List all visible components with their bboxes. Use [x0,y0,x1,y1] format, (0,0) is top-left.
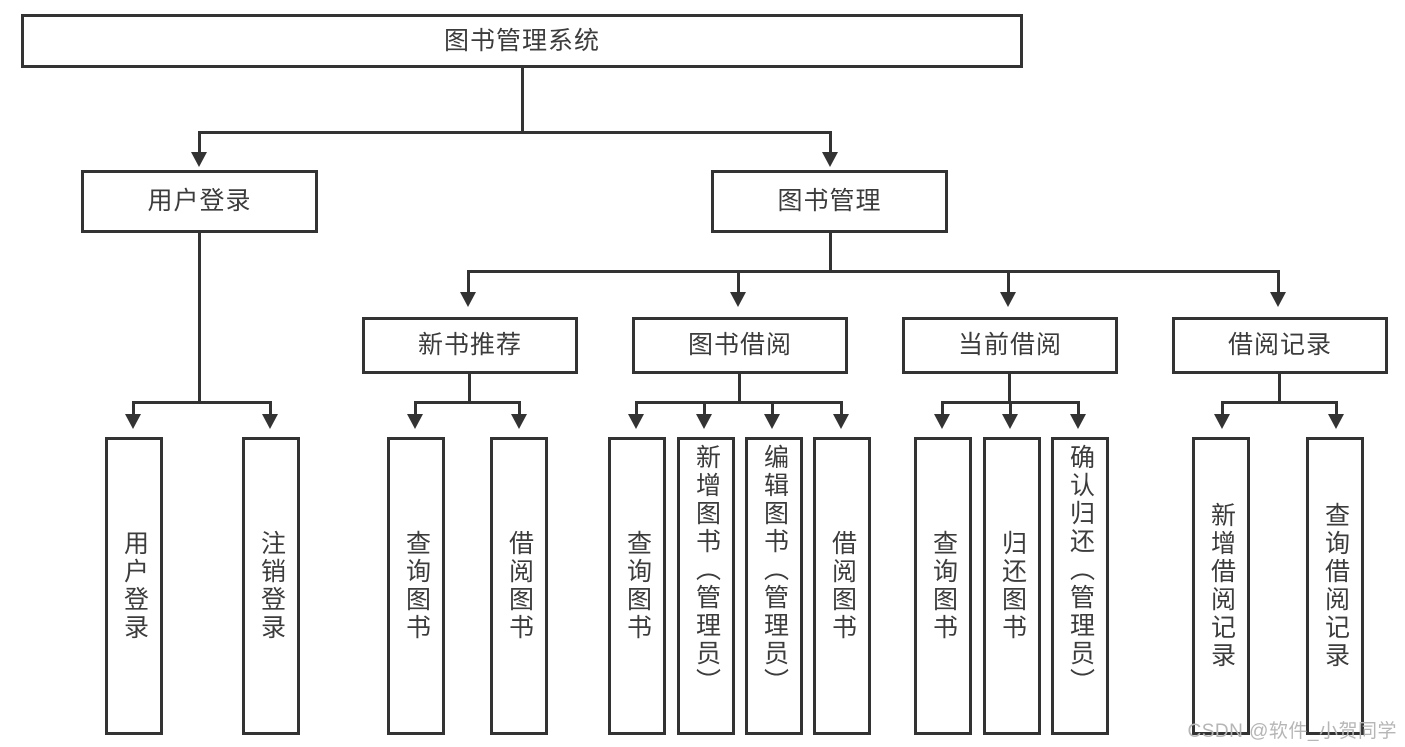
node-label: 当前借阅 [957,331,1062,360]
arrow-down-icon [262,414,278,429]
connector-record-leaf2 [1335,401,1338,418]
node-label: 用户登录 [147,187,252,216]
connector-record-bus [1221,401,1338,404]
node-label: 用户登录 [120,530,149,642]
node-borrow-record[interactable]: 借阅记录 [1172,317,1388,374]
connector-borrow-bus [635,401,843,404]
connector-recommend-bus [414,401,521,404]
arrow-down-icon [934,414,950,429]
leaf-borrow-book-recommend[interactable]: 借阅图书 [490,437,548,735]
node-label: 确认归还（管理员） [1066,444,1095,696]
leaf-confirm-return-admin[interactable]: 确认归还（管理员） [1051,437,1109,735]
arrow-down-icon [511,414,527,429]
connector-recommend-leaf2 [518,401,521,418]
node-label: 新增图书（管理员） [692,444,721,696]
node-label: 归还图书 [998,530,1027,642]
node-label: 查询图书 [623,530,652,642]
arrow-down-icon [407,414,423,429]
node-label: 借阅图书 [828,530,857,642]
node-root-system[interactable]: 图书管理系统 [21,14,1023,68]
leaf-borrow-book[interactable]: 借阅图书 [813,437,871,735]
connector-bookmgmt-to-current [1007,270,1010,296]
connector-borrow-trunk [738,374,741,401]
connector-current-leaf1 [941,401,944,418]
connector-current-leaf3 [1077,401,1080,418]
connector-userlogin-leaf1 [132,401,135,418]
node-new-book-recommend[interactable]: 新书推荐 [362,317,578,374]
connector-borrow-leaf4 [840,401,843,418]
connector-borrow-leaf1 [635,401,638,418]
connector-root-trunk [521,68,524,131]
node-book-borrow[interactable]: 图书借阅 [632,317,848,374]
arrow-down-icon [833,414,849,429]
connector-userlogin-trunk [198,233,201,401]
connector-root-to-bookmgmt [829,131,832,156]
leaf-query-book-recommend[interactable]: 查询图书 [387,437,445,735]
leaf-add-borrow-record[interactable]: 新增借阅记录 [1192,437,1250,735]
node-label: 图书管理 [777,187,882,216]
leaf-return-book[interactable]: 归还图书 [983,437,1041,735]
node-label: 图书管理系统 [443,26,600,55]
leaf-query-book-current[interactable]: 查询图书 [914,437,972,735]
leaf-logout[interactable]: 注销登录 [242,437,300,735]
node-label: 新书推荐 [417,331,522,360]
connector-borrow-leaf3 [771,401,774,418]
node-label: 查询借阅记录 [1321,502,1350,670]
node-label: 注销登录 [257,530,286,642]
connector-bookmgmt-to-record [1277,270,1280,296]
connector-borrow-leaf2 [703,401,706,418]
connector-root-bus [198,131,832,134]
connector-bookmgmt-to-recommend [467,270,470,296]
arrow-down-icon [1270,292,1286,307]
arrow-down-icon [1002,414,1018,429]
connector-root-to-userlogin [198,131,201,156]
arrow-down-icon [1214,414,1230,429]
connector-userlogin-leaf2 [269,401,272,418]
arrow-down-icon [191,152,207,167]
node-book-management[interactable]: 图书管理 [711,170,948,233]
node-current-borrow[interactable]: 当前借阅 [902,317,1118,374]
node-label: 查询图书 [402,530,431,642]
arrow-down-icon [460,292,476,307]
node-label: 编辑图书（管理员） [760,444,789,696]
arrow-down-icon [764,414,780,429]
node-user-login[interactable]: 用户登录 [81,170,318,233]
connector-userlogin-bus [132,401,269,404]
leaf-user-login[interactable]: 用户登录 [105,437,163,735]
connector-bookmgmt-bus [467,270,1280,273]
arrow-down-icon [730,292,746,307]
leaf-edit-book-admin[interactable]: 编辑图书（管理员） [745,437,803,735]
connector-recommend-trunk [468,374,471,401]
node-label: 借阅图书 [505,530,534,642]
leaf-add-book-admin[interactable]: 新增图书（管理员） [677,437,735,735]
connector-record-leaf1 [1221,401,1224,418]
node-label: 查询图书 [929,530,958,642]
arrow-down-icon [696,414,712,429]
connector-bookmgmt-to-borrow [737,270,740,296]
arrow-down-icon [1000,292,1016,307]
leaf-query-book-borrow[interactable]: 查询图书 [608,437,666,735]
connector-current-leaf2 [1009,401,1012,418]
connector-bookmgmt-trunk [829,233,832,270]
arrow-down-icon [125,414,141,429]
connector-current-trunk [1008,374,1011,401]
arrow-down-icon [1070,414,1086,429]
watermark-text: CSDN @软件_小贺同学 [1187,721,1397,742]
arrow-down-icon [628,414,644,429]
arrow-down-icon [822,152,838,167]
node-label: 图书借阅 [687,331,792,360]
connector-record-trunk [1278,374,1281,401]
node-label: 新增借阅记录 [1207,502,1236,670]
connector-recommend-leaf1 [414,401,417,418]
leaf-query-borrow-record[interactable]: 查询借阅记录 [1306,437,1364,735]
arrow-down-icon [1328,414,1344,429]
node-label: 借阅记录 [1227,331,1332,360]
